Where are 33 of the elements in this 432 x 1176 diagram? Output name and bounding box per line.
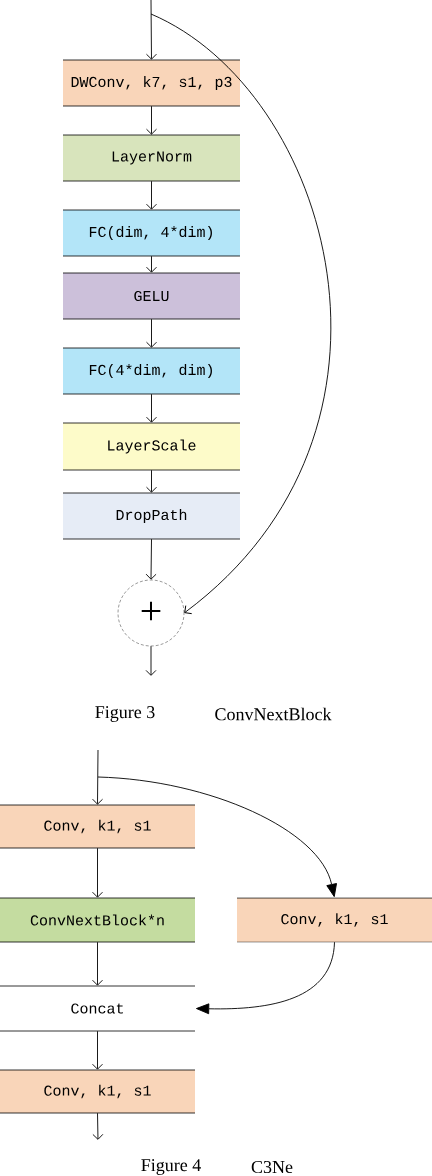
arrow [146, 255, 157, 273]
arrow [146, 105, 157, 135]
arrow [146, 180, 157, 210]
arrow [92, 847, 103, 898]
arrow [92, 1030, 103, 1070]
figure-caption: Figure 4 [141, 1159, 201, 1175]
arrow [97, 776, 337, 898]
arrow [145, 538, 157, 580]
arrow [92, 749, 103, 805]
arrow [92, 1112, 104, 1140]
process-box: FC(4*dim, dim) [62, 347, 241, 395]
arrow [146, 0, 157, 60]
arrow [196, 941, 335, 1015]
process-box: LayerScale [62, 422, 241, 471]
process-box: DropPath [62, 492, 241, 540]
arrow [145, 645, 157, 676]
process-box: Conv, k1, s1 [236, 897, 432, 943]
arrow [146, 393, 157, 423]
process-box: Conv, k1, s1 [0, 804, 196, 849]
process-box: LayerNorm [62, 134, 241, 182]
figure-caption: C3Ne [251, 1160, 293, 1174]
arrow [150, 13, 332, 615]
figure-caption: ConvNextBlock [215, 707, 332, 721]
process-box: Conv, k1, s1 [0, 1069, 196, 1114]
figure-caption: Figure 3 [95, 706, 155, 722]
process-box: ConvNextBlock*n [0, 897, 196, 943]
arrow [146, 469, 157, 493]
arrow [146, 318, 157, 348]
arrow [92, 941, 103, 986]
process-box: Concat [0, 985, 196, 1032]
process-box: DWConv, k7, s1, p3 [62, 59, 241, 107]
process-box: FC(dim, 4*dim) [62, 209, 241, 257]
process-box: GELU [62, 272, 241, 320]
